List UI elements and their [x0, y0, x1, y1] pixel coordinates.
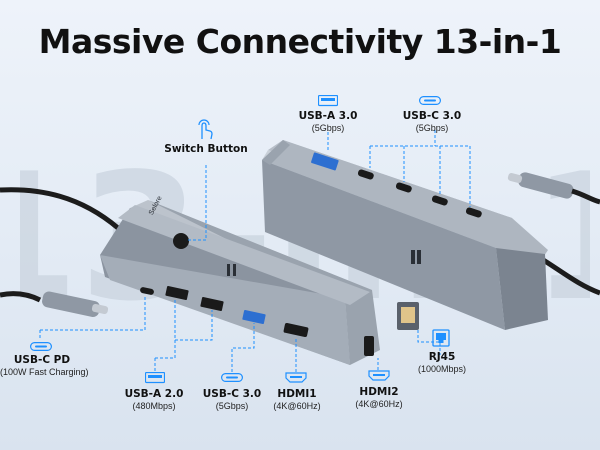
front-hdmi1-port — [283, 322, 309, 338]
usb-c-port-icon — [30, 342, 52, 351]
label-hdmi1: HDMI1(4K@60Hz) — [273, 388, 321, 411]
rear-usbc-port-2 — [395, 182, 412, 193]
rear-hub — [262, 140, 548, 330]
front-usbc-pd-port — [140, 287, 154, 295]
usb-c-port-icon — [221, 373, 243, 382]
label-hdmi2: HDMI2(4K@60Hz) — [355, 386, 403, 409]
cable-top-left — [0, 187, 120, 230]
switch-button — [173, 233, 189, 249]
usb-a-port-icon — [318, 95, 338, 107]
front-hdmi2-port — [364, 336, 374, 356]
rear-usbc-port-4 — [465, 207, 482, 218]
cable-rear-right — [538, 255, 600, 296]
label-usb-a-2-0: USB-A 2.0(480Mbps) — [124, 388, 184, 411]
usb-a-port-icon — [145, 372, 165, 384]
page-title: Massive Connectivity 13-in-1 — [38, 22, 562, 61]
label-rj45: RJ45(1000Mbps) — [417, 351, 467, 374]
front-usba20-port-1 — [165, 286, 189, 300]
finger-press-icon — [198, 119, 213, 140]
rear-usbc-port-3 — [431, 195, 448, 206]
rear-usba-port — [311, 152, 339, 171]
usb-c-port-icon — [419, 96, 441, 105]
hdmi-port-icon — [368, 370, 390, 381]
front-hub — [100, 200, 380, 365]
label-usb-c-3-0-top: USB-C 3.0(5Gbps) — [402, 110, 462, 133]
label-usb-a-3-0: USB-A 3.0(5Gbps) — [298, 110, 358, 133]
usb-c-plug — [42, 291, 109, 317]
rear-usbc-port-1 — [357, 169, 374, 180]
cable-bottom-left — [0, 291, 42, 303]
hdmi-port-icon — [285, 372, 307, 383]
callout-lines — [39, 130, 471, 372]
front-usba30-port — [242, 310, 266, 324]
label-usb-c-pd: USB-C PD(100W Fast Charging) — [0, 354, 89, 377]
label-usb-c-3-0-bottom: USB-C 3.0(5Gbps) — [202, 388, 262, 411]
ethernet-port-icon — [432, 329, 450, 347]
usb-c-plug-right — [507, 172, 600, 205]
label-switch-button: Switch Button — [164, 143, 248, 155]
front-usba20-port-2 — [200, 297, 224, 311]
